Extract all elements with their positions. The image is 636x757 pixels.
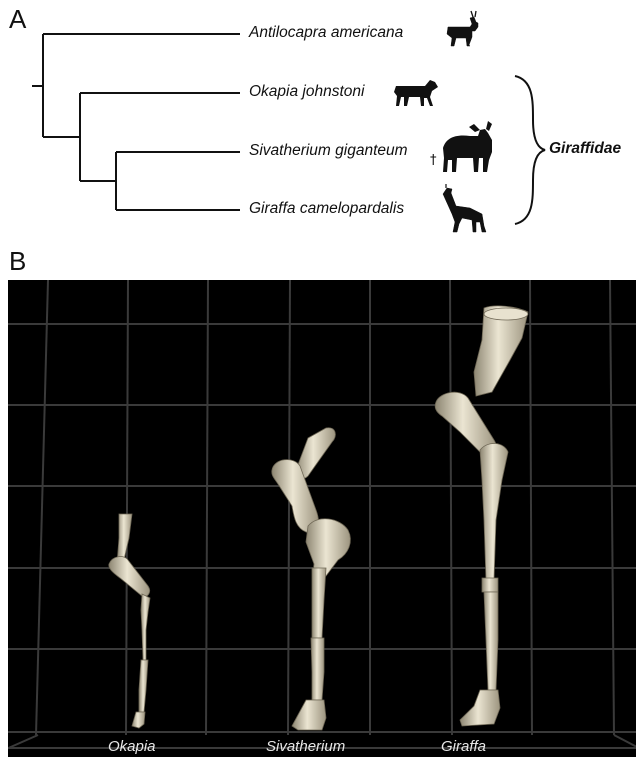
giraffa-limb <box>435 306 528 726</box>
phylogeny-panel: Antilocapra americana Okapia johnstoni S… <box>0 0 636 245</box>
giraffe-icon <box>443 184 486 232</box>
taxon-label-okapia: Okapia johnstoni <box>249 83 364 101</box>
sivatherium-limb <box>272 428 351 730</box>
sivatherium-icon <box>443 121 492 172</box>
okapia-limb <box>109 514 150 728</box>
panel-b-label: B <box>9 246 26 277</box>
bone-render <box>8 280 636 757</box>
taxon-label-sivatherium: Sivatherium giganteum <box>249 142 408 160</box>
pronghorn-icon <box>447 11 478 46</box>
taxon-label-antilocapra: Antilocapra americana <box>249 24 403 42</box>
clade-label: Giraffidae <box>549 140 621 158</box>
leg-label-sivatherium: Sivatherium <box>266 738 345 755</box>
leg-label-giraffa: Giraffa <box>441 738 486 755</box>
limb-comparison-render: Okapia Sivatherium Giraffa <box>8 280 636 757</box>
taxon-label-giraffa: Giraffa camelopardalis <box>249 200 404 218</box>
leg-label-okapia: Okapia <box>108 738 156 755</box>
tree-branches <box>32 34 240 210</box>
okapi-icon <box>394 80 438 106</box>
extinct-marker: † <box>430 153 437 168</box>
clade-brace <box>515 76 545 224</box>
